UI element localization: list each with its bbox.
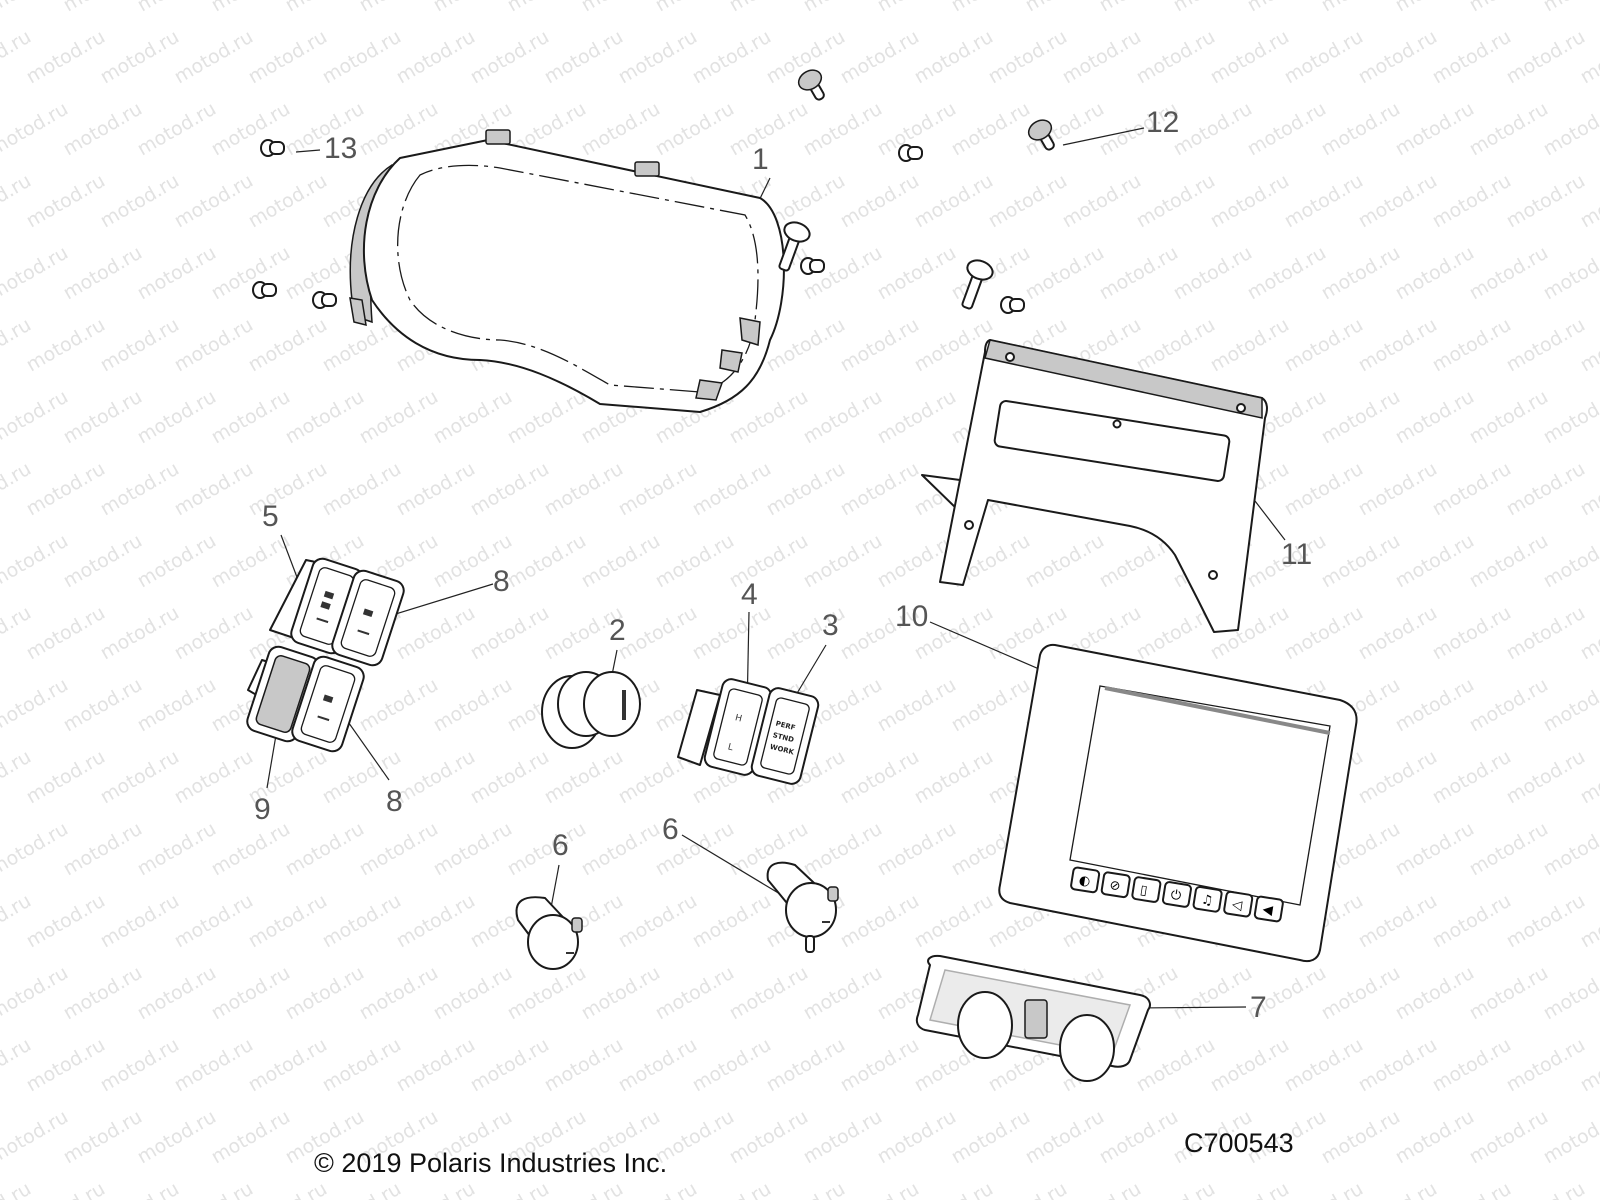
callout-7: 7: [1250, 991, 1267, 1024]
leader-line-6b: [681, 834, 796, 904]
part-13-clips[interactable]: [252, 139, 1025, 314]
part-4-3-rocker-switches[interactable]: H L PERF STND WORK: [677, 677, 820, 785]
callout-11: 11: [1281, 538, 1313, 571]
callout-3: 3: [822, 609, 839, 642]
nav-icon: ⊘: [1108, 878, 1121, 895]
leader-line-10: [929, 621, 1054, 676]
display-button-nav[interactable]: [1100, 871, 1131, 899]
music-icon: ♫: [1200, 892, 1214, 909]
svg-text:L: L: [727, 742, 734, 753]
callout-4: 4: [741, 578, 758, 611]
callout-6a: 6: [552, 829, 569, 862]
part-1-instrument-cluster[interactable]: [349, 129, 785, 413]
copyright-text: © 2019 Polaris Industries Inc.: [314, 1148, 668, 1178]
part-10-display[interactable]: ◐ ⊘ ▯ ⏻ ♫ ◁ ◀: [998, 643, 1358, 963]
leader-line-12: [1062, 127, 1145, 146]
display-button-power[interactable]: [1161, 881, 1192, 908]
power-icon: ⏻: [1170, 888, 1183, 904]
part-7-heater-panel[interactable]: [915, 954, 1151, 1082]
callout-1: 1: [752, 143, 769, 176]
mode-icon: ◐: [1078, 873, 1092, 890]
phone-icon: ▯: [1139, 883, 1148, 899]
callout-12: 12: [1146, 106, 1180, 139]
part-6-outlet-left[interactable]: [515, 896, 583, 970]
callout-6b: 6: [662, 813, 679, 846]
part-12-rivets[interactable]: [771, 66, 1061, 312]
part-5-8-9-switch-cluster[interactable]: [245, 556, 407, 754]
display-button-music[interactable]: [1192, 885, 1223, 913]
leader-line-13: [295, 149, 321, 153]
part-2-ignition-switch[interactable]: [541, 671, 641, 749]
callout-9: 9: [254, 793, 271, 826]
callout-2: 2: [609, 614, 626, 647]
svg-text:H: H: [734, 713, 743, 724]
callout-8a: 8: [493, 565, 510, 598]
display-button-phone[interactable]: [1131, 876, 1162, 903]
figure-code: C700543: [1184, 1128, 1294, 1158]
callout-13: 13: [324, 132, 358, 165]
volume-down-icon: ◁: [1231, 897, 1243, 913]
display-button-volume-down[interactable]: [1223, 890, 1254, 918]
callout-8b: 8: [386, 785, 403, 818]
leader-line-7: [1134, 1006, 1247, 1009]
volume-up-icon: ◀: [1261, 902, 1273, 918]
callout-5: 5: [262, 500, 279, 533]
callout-10: 10: [895, 600, 929, 633]
display-button-mode[interactable]: [1070, 866, 1101, 894]
part-11-display-bracket[interactable]: [921, 339, 1268, 633]
display-button-volume-up[interactable]: [1253, 895, 1284, 923]
part-6-outlet-right[interactable]: [766, 861, 839, 953]
